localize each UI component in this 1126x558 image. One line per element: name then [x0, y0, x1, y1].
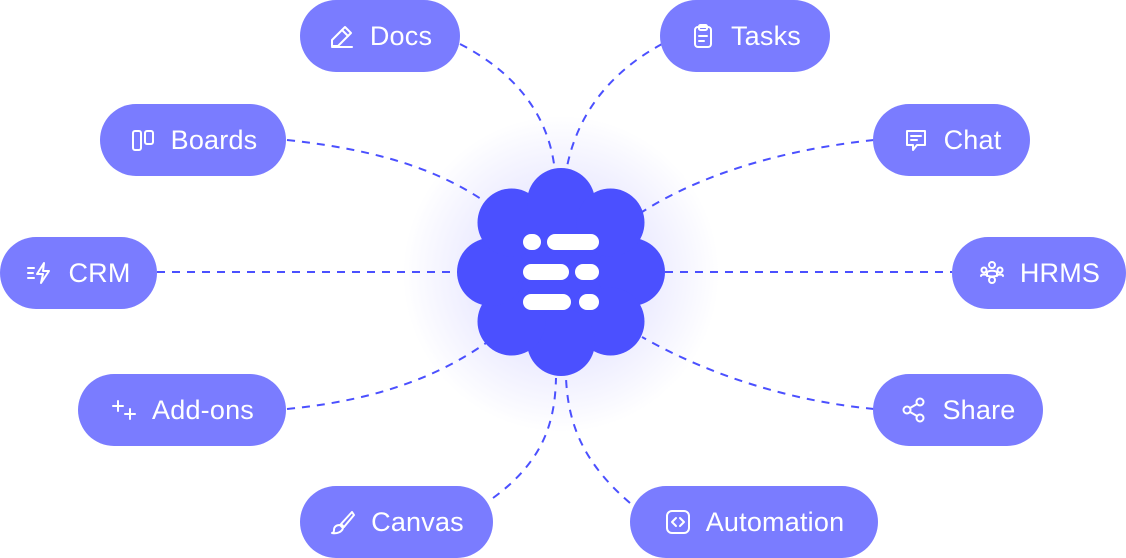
- share-icon: [900, 396, 928, 424]
- connector-canvas: [492, 377, 557, 499]
- lightning-list-icon: [26, 259, 54, 287]
- chat-bubble-icon: [902, 126, 930, 154]
- pencil-icon: [328, 22, 356, 50]
- module-label: Boards: [170, 124, 258, 155]
- module-canvas-button[interactable]: Canvas: [300, 486, 493, 558]
- module-label: Chat: [943, 124, 1002, 155]
- module-label: Docs: [369, 20, 433, 51]
- module-docs-button[interactable]: Docs: [300, 0, 460, 72]
- hub-badge: [457, 168, 665, 376]
- paint-brush-icon: [329, 508, 357, 536]
- module-automation-button[interactable]: Automation: [630, 486, 878, 558]
- clipboard-icon: [689, 22, 717, 50]
- connector-boards: [286, 139, 491, 206]
- connector-addons: [286, 342, 487, 410]
- module-label: Share: [942, 394, 1016, 425]
- module-label: Tasks: [730, 20, 802, 51]
- module-share-button[interactable]: Share: [873, 374, 1043, 446]
- module-tasks-button[interactable]: Tasks: [660, 0, 830, 72]
- connector-docs: [459, 43, 556, 173]
- kanban-board-icon: [129, 126, 157, 154]
- module-crm-button[interactable]: CRM: [0, 237, 157, 309]
- module-label: Automation: [705, 506, 845, 537]
- connector-tasks: [565, 43, 663, 173]
- code-brackets-icon: [664, 508, 692, 536]
- module-addons-button[interactable]: Add-ons: [78, 374, 286, 446]
- module-label: Canvas: [371, 506, 464, 537]
- module-label: Add-ons: [152, 394, 254, 425]
- connector-automation: [565, 377, 631, 504]
- plus-plus-icon: [110, 396, 138, 424]
- module-chat-button[interactable]: Chat: [873, 104, 1030, 176]
- module-label: CRM: [68, 257, 131, 288]
- connector-share: [641, 336, 875, 410]
- module-hrms-button[interactable]: HRMS: [952, 237, 1126, 309]
- module-label: HRMS: [1019, 257, 1101, 288]
- people-group-icon: [978, 259, 1006, 287]
- app-logo-icon: [523, 234, 599, 310]
- connector-chat: [641, 139, 875, 213]
- module-boards-button[interactable]: Boards: [100, 104, 286, 176]
